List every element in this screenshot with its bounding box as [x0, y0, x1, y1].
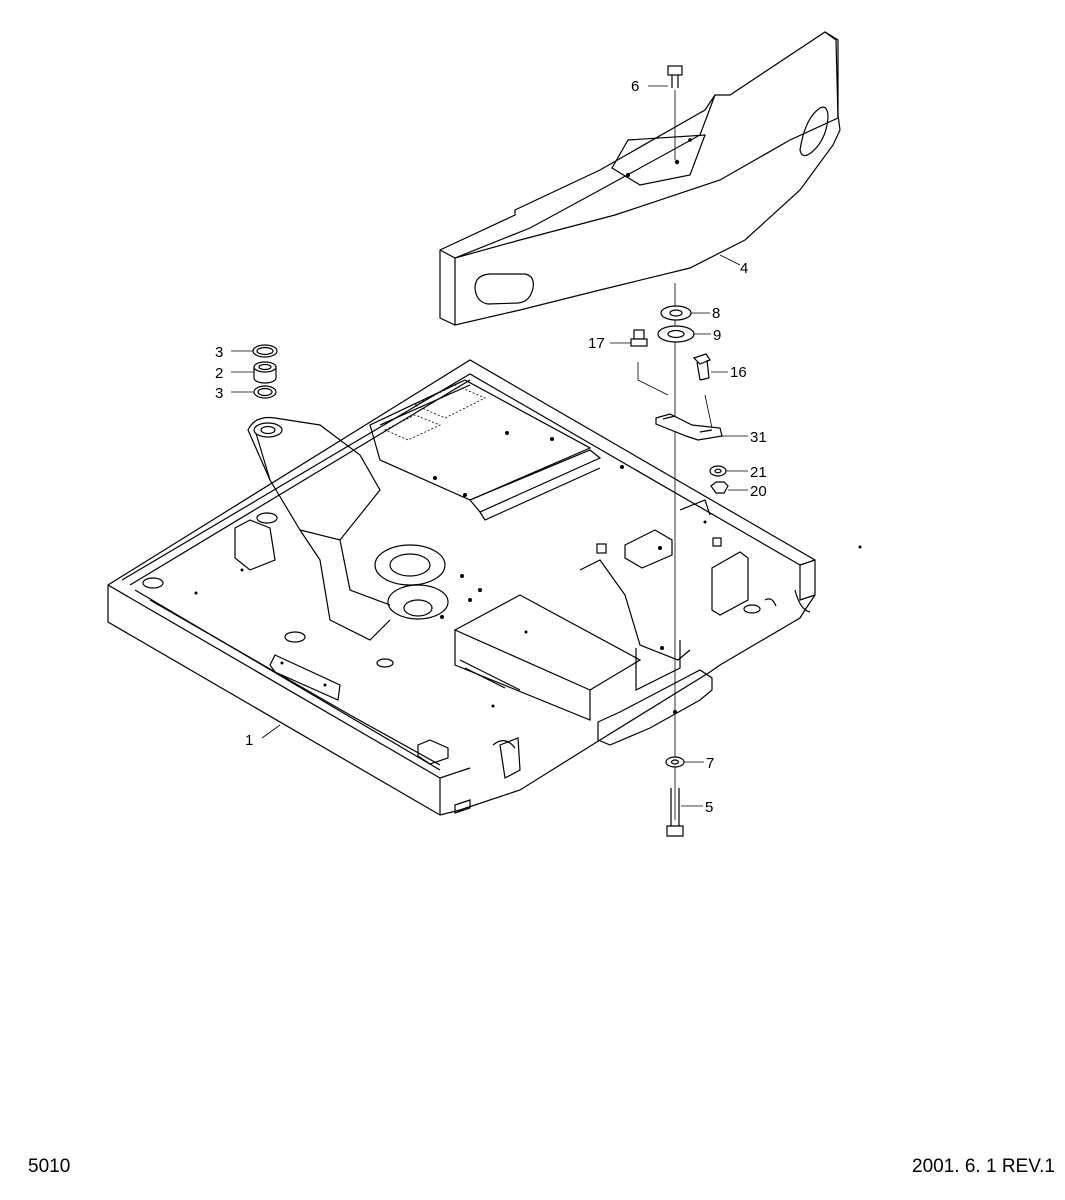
- bolt-17: [630, 329, 648, 347]
- washer-21: [709, 465, 727, 477]
- vent-patch-2: [414, 384, 486, 419]
- callout-20: 20: [750, 483, 767, 500]
- date-revision: 2001. 6. 1 REV.1: [912, 1156, 1055, 1177]
- page-number: 5010: [28, 1156, 71, 1177]
- callout-16: 16: [730, 364, 747, 381]
- leader-4: [719, 254, 741, 266]
- o-ring-3-bottom: [253, 385, 277, 399]
- callout-17: 17: [588, 335, 605, 352]
- callout-5: 5: [705, 799, 713, 816]
- callout-3-bottom: 3: [215, 385, 223, 402]
- callout-4: 4: [740, 260, 748, 277]
- bolt-6: [667, 65, 683, 160]
- washer-8: [660, 305, 692, 321]
- leader-1: [261, 724, 281, 739]
- callout-6: 6: [631, 78, 639, 95]
- o-ring-3-top: [252, 344, 278, 358]
- callout-7: 7: [706, 755, 714, 772]
- bracket-31: [655, 413, 723, 441]
- washer-7: [665, 756, 685, 768]
- bolt-5: [666, 788, 684, 837]
- callout-1: 1: [245, 732, 253, 749]
- washer-9: [657, 325, 695, 343]
- upper-frame: [107, 359, 862, 816]
- bushing-2: [253, 361, 277, 384]
- callout-8: 8: [712, 305, 720, 322]
- vent-patch-1: [384, 414, 442, 441]
- counterweight: [439, 31, 841, 326]
- callout-31: 31: [750, 429, 767, 446]
- callout-3-top: 3: [215, 344, 223, 361]
- callout-2: 2: [215, 365, 223, 382]
- nut-20: [710, 481, 729, 494]
- callout-21: 21: [750, 464, 767, 481]
- bolt-16: [692, 353, 711, 381]
- callout-9: 9: [713, 327, 721, 344]
